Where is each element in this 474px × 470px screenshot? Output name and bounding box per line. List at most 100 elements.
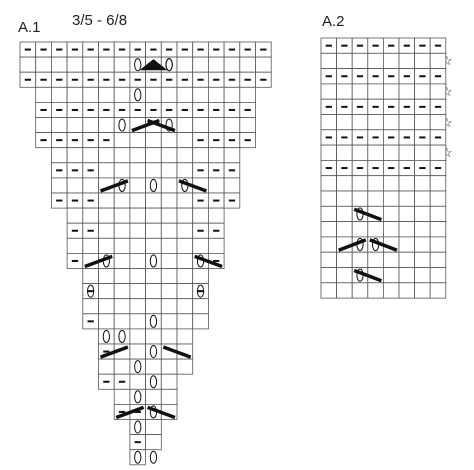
chart-cell bbox=[351, 83, 369, 100]
chart-cell bbox=[429, 282, 447, 299]
chart-cell bbox=[320, 114, 338, 131]
chart-cell bbox=[336, 267, 353, 284]
chart-cell bbox=[351, 144, 369, 161]
chart-cell bbox=[429, 267, 447, 284]
star-marker: ☆ bbox=[441, 114, 453, 130]
chart-cell bbox=[145, 434, 162, 451]
chart-cell bbox=[320, 236, 338, 253]
chart-cell bbox=[429, 251, 447, 268]
cable-left-symbol bbox=[337, 238, 367, 252]
cable-right-symbol bbox=[194, 254, 223, 269]
chart-cell bbox=[382, 114, 400, 131]
chart-cell bbox=[367, 52, 384, 69]
chart-a1-title: A.1 bbox=[18, 19, 41, 36]
star-marker: ☆ bbox=[441, 83, 453, 99]
yarn-over-symbol bbox=[102, 329, 110, 343]
yarn-over-symbol bbox=[87, 284, 95, 298]
chart-cell bbox=[351, 221, 369, 238]
chart-cell bbox=[336, 52, 353, 69]
cable-right-symbol bbox=[146, 405, 176, 420]
cable-right-symbol bbox=[178, 179, 208, 193]
cable-left-symbol bbox=[99, 179, 129, 193]
star-marker: ☆ bbox=[441, 145, 453, 161]
yarn-over-symbol bbox=[165, 58, 173, 72]
chart-cell bbox=[336, 190, 353, 207]
chart-cell bbox=[398, 205, 416, 223]
chart-cell bbox=[414, 144, 431, 161]
chart-cell bbox=[429, 52, 447, 69]
yarn-over-symbol bbox=[134, 450, 142, 464]
yarn-over-symbol bbox=[118, 118, 126, 132]
chart-cell bbox=[367, 221, 384, 238]
yarn-over-symbol bbox=[196, 284, 205, 298]
chart-cell bbox=[382, 144, 400, 161]
chart-cell bbox=[320, 221, 338, 238]
chart-cell bbox=[429, 236, 447, 253]
chart-cell bbox=[129, 449, 146, 466]
chart-cell bbox=[351, 175, 369, 192]
chart-cell bbox=[382, 52, 400, 69]
chart-cell bbox=[429, 175, 447, 192]
chart-cell bbox=[382, 282, 400, 299]
chart-cell bbox=[414, 267, 431, 284]
yarn-over-symbol bbox=[134, 390, 142, 404]
cable-left-symbol bbox=[84, 254, 113, 269]
star-marker: ☆ bbox=[441, 53, 453, 69]
chart-cell bbox=[336, 282, 353, 299]
chart-cell bbox=[351, 114, 369, 131]
chart-cell bbox=[320, 282, 338, 299]
chart-cell bbox=[351, 251, 369, 268]
chart-a2-title: A.2 bbox=[322, 13, 345, 30]
chart-cell bbox=[429, 205, 447, 223]
cable-right-symbol bbox=[369, 238, 398, 252]
yarn-over-symbol bbox=[149, 375, 158, 389]
chart-cell bbox=[398, 221, 416, 238]
chart-cell bbox=[367, 175, 384, 192]
chart-cell bbox=[398, 282, 416, 299]
chart-cell bbox=[398, 52, 416, 69]
chart-cell bbox=[382, 221, 400, 238]
chart-cell bbox=[367, 83, 384, 100]
yarn-over-symbol bbox=[134, 58, 142, 72]
chart-cell bbox=[336, 205, 353, 223]
chart-cell bbox=[382, 267, 400, 284]
chart-cell bbox=[398, 190, 416, 207]
cable-right-symbol bbox=[353, 268, 383, 283]
chart-cell bbox=[320, 251, 338, 268]
decrease-triangle-symbol bbox=[139, 59, 168, 71]
chart-cell bbox=[320, 267, 338, 284]
chart-cell bbox=[320, 144, 338, 161]
chart-cell bbox=[398, 144, 416, 161]
chart-cell bbox=[336, 221, 353, 238]
yarn-over-symbol bbox=[134, 360, 142, 374]
chart-cell bbox=[414, 175, 431, 192]
chart-cell bbox=[336, 144, 353, 161]
yarn-over-symbol bbox=[165, 118, 173, 132]
chart-cell bbox=[414, 52, 431, 69]
chart-cell bbox=[336, 175, 353, 192]
chart-cell bbox=[398, 267, 416, 284]
chart-cell bbox=[367, 251, 384, 268]
yarn-over-symbol bbox=[149, 254, 158, 268]
chart-cell bbox=[382, 251, 400, 268]
cable-left-symbol bbox=[99, 345, 129, 359]
chart-cell bbox=[429, 114, 447, 131]
chart-cell bbox=[382, 175, 400, 192]
cable-right-symbol bbox=[162, 345, 192, 359]
chart-a1-size-range: 3/5 - 6/8 bbox=[72, 12, 128, 29]
yarn-over-symbol bbox=[118, 329, 126, 343]
chart-cell bbox=[429, 144, 447, 161]
chart-cell bbox=[336, 83, 353, 100]
chart-cell bbox=[398, 236, 416, 253]
chart-cell bbox=[414, 236, 431, 253]
chart-cell bbox=[336, 114, 353, 131]
chart-cell bbox=[367, 190, 384, 207]
chart-cell bbox=[176, 358, 194, 375]
yarn-over-symbol bbox=[149, 178, 158, 192]
cable-left-symbol bbox=[115, 405, 145, 420]
yarn-over-symbol bbox=[149, 314, 158, 328]
chart-cell bbox=[414, 190, 431, 207]
chart-cell bbox=[414, 251, 431, 268]
yarn-over-symbol bbox=[149, 450, 158, 464]
